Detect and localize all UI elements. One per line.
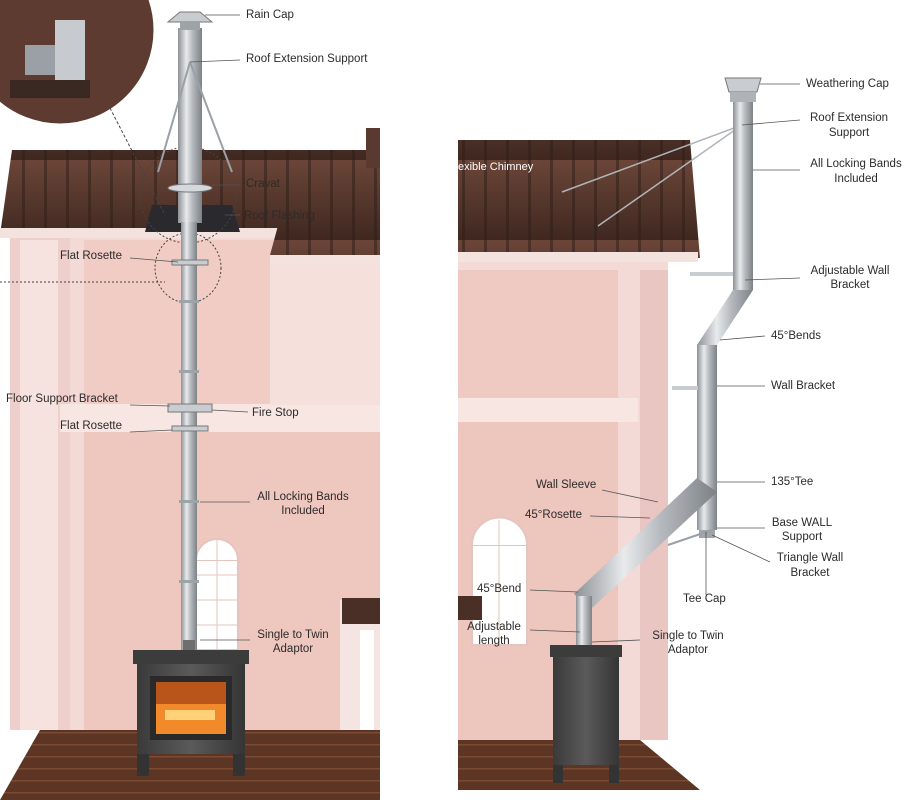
label-flexible-chimney: exible Chimney xyxy=(458,161,534,173)
label-roof-flashing: Roof Flashing xyxy=(244,210,315,222)
label-base-wall-support-line2: Support xyxy=(781,531,823,543)
label-weathering-cap: Weathering Cap xyxy=(806,78,889,90)
left-window xyxy=(195,538,239,651)
label-roof-extension-line1: Roof Extension xyxy=(810,112,888,124)
right-stove xyxy=(550,645,622,783)
label-adjustable-length-line1: Adjustable xyxy=(467,621,521,633)
label-45-rosette: 45°Rosette xyxy=(525,509,583,521)
left-rain-cap xyxy=(166,11,214,23)
label-base-wall-support-line1: Base WALL xyxy=(771,517,833,529)
label-triangle-wall-bracket-line1: Triangle Wall xyxy=(776,552,844,564)
left-outer-pipe xyxy=(178,28,202,223)
right-window xyxy=(471,516,528,646)
label-wall-bracket: Wall Bracket xyxy=(771,380,836,392)
label-right-single-to-twin-line1: Single to Twin xyxy=(652,630,724,642)
label-right-locking-bands-line2: Included xyxy=(834,173,878,185)
label-fire-stop: Fire Stop xyxy=(252,407,299,419)
label-single-to-twin-line2: Adaptor xyxy=(272,643,314,655)
label-right-single-to-twin-line2: Adaptor xyxy=(667,644,709,656)
left-house xyxy=(0,0,380,800)
label-wall-sleeve: Wall Sleeve xyxy=(536,479,597,491)
right-weathering-cap xyxy=(724,77,762,93)
left-floor xyxy=(0,730,380,800)
label-45-bend: 45°Bend xyxy=(477,583,522,595)
leader-lines xyxy=(129,14,801,643)
label-roof-extension-support: Roof Extension Support xyxy=(246,53,368,65)
label-adjustable-wall-bracket-line1: Adjustable Wall xyxy=(810,265,890,277)
label-adjustable-length-line2: length xyxy=(478,635,510,647)
label-adjustable-wall-bracket-line2: Bracket xyxy=(830,279,870,291)
label-tee-cap: Tee Cap xyxy=(683,593,726,605)
label-right-locking-bands-line1: All Locking Bands xyxy=(810,158,902,170)
left-floor-slab xyxy=(60,404,380,432)
label-rain-cap: Rain Cap xyxy=(246,9,294,21)
right-house xyxy=(458,77,762,790)
label-triangle-wall-bracket-line2: Bracket xyxy=(790,567,830,579)
right-diagonal-pipe xyxy=(574,478,717,608)
label-cravat: Cravat xyxy=(246,178,280,190)
label-floor-support-bracket: Floor Support Bracket xyxy=(6,393,118,405)
label-flat-rosette-top: Flat Rosette xyxy=(60,250,122,262)
right-mid-pipe xyxy=(697,345,717,480)
left-stove xyxy=(133,640,249,776)
label-single-to-twin-line1: Single to Twin xyxy=(257,629,329,641)
label-roof-extension-line2: Support xyxy=(828,127,870,139)
label-45-bends: 45°Bends xyxy=(771,330,821,342)
left-flue-pipe xyxy=(181,222,197,652)
right-roof xyxy=(458,140,700,258)
label-locking-bands-line2: Included xyxy=(281,505,325,517)
label-locking-bands-line1: All Locking Bands xyxy=(257,491,349,503)
right-upper-pipe xyxy=(733,90,753,290)
label-135-tee: 135°Tee xyxy=(771,476,814,488)
label-flat-rosette-bottom: Flat Rosette xyxy=(60,420,122,432)
